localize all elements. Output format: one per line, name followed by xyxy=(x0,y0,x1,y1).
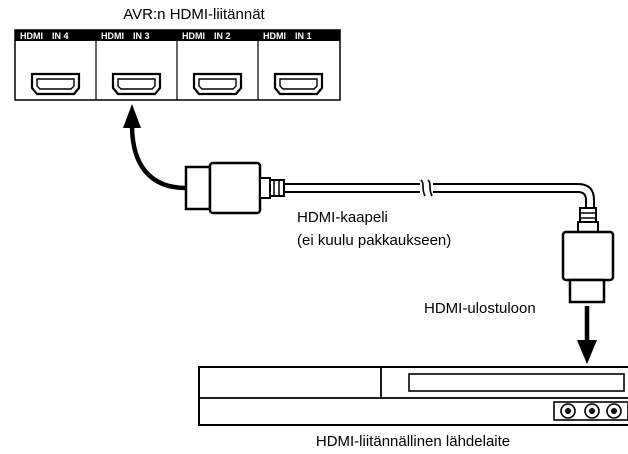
output-label: HDMI-ulostuloon xyxy=(424,300,536,317)
hdmi-logo: HDMI xyxy=(20,31,43,41)
port-label: IN 3 xyxy=(133,31,150,41)
cable-note: (ei kuulu pakkaukseen) xyxy=(297,232,451,249)
hdmi-socket-icon xyxy=(273,72,324,96)
hdmi-socket-icon xyxy=(30,72,81,96)
source-device-label: HDMI-liitännällinen lähdelaite xyxy=(316,433,510,450)
source-device xyxy=(198,366,628,426)
hdmi-socket-icon xyxy=(111,72,162,96)
avr-hdmi-panel: HDMI IN 4 HDMI IN 3 HDMI IN 2 HDMI IN 1 xyxy=(14,29,341,101)
insert-arrow-icon xyxy=(123,104,187,191)
port-label: IN 4 xyxy=(52,31,69,41)
hdmi-cable xyxy=(284,179,595,208)
down-arrow-icon xyxy=(577,306,597,364)
port-label: IN 1 xyxy=(295,31,312,41)
hdmi-socket-icon xyxy=(192,72,243,96)
hdmi-plug-right-icon xyxy=(561,207,615,304)
port-label: IN 2 xyxy=(214,31,231,41)
avr-port-in1: HDMI IN 1 xyxy=(263,31,324,96)
jack-icon xyxy=(606,403,622,419)
hdmi-logo: HDMI xyxy=(263,31,286,41)
disc-slot xyxy=(408,373,625,392)
avr-port-in2: HDMI IN 2 xyxy=(182,31,243,96)
hdmi-plug-left-icon xyxy=(184,161,285,215)
hdmi-logo: HDMI xyxy=(182,31,205,41)
jack-icon xyxy=(560,403,576,419)
cable-label: HDMI-kaapeli xyxy=(297,209,388,226)
jack-icon xyxy=(584,403,600,419)
hdmi-logo: HDMI xyxy=(101,31,124,41)
avr-port-in3: HDMI IN 3 xyxy=(101,31,162,96)
avr-title: AVR:n HDMI-liitännät xyxy=(123,6,265,23)
avr-port-in4: HDMI IN 4 xyxy=(20,31,81,96)
